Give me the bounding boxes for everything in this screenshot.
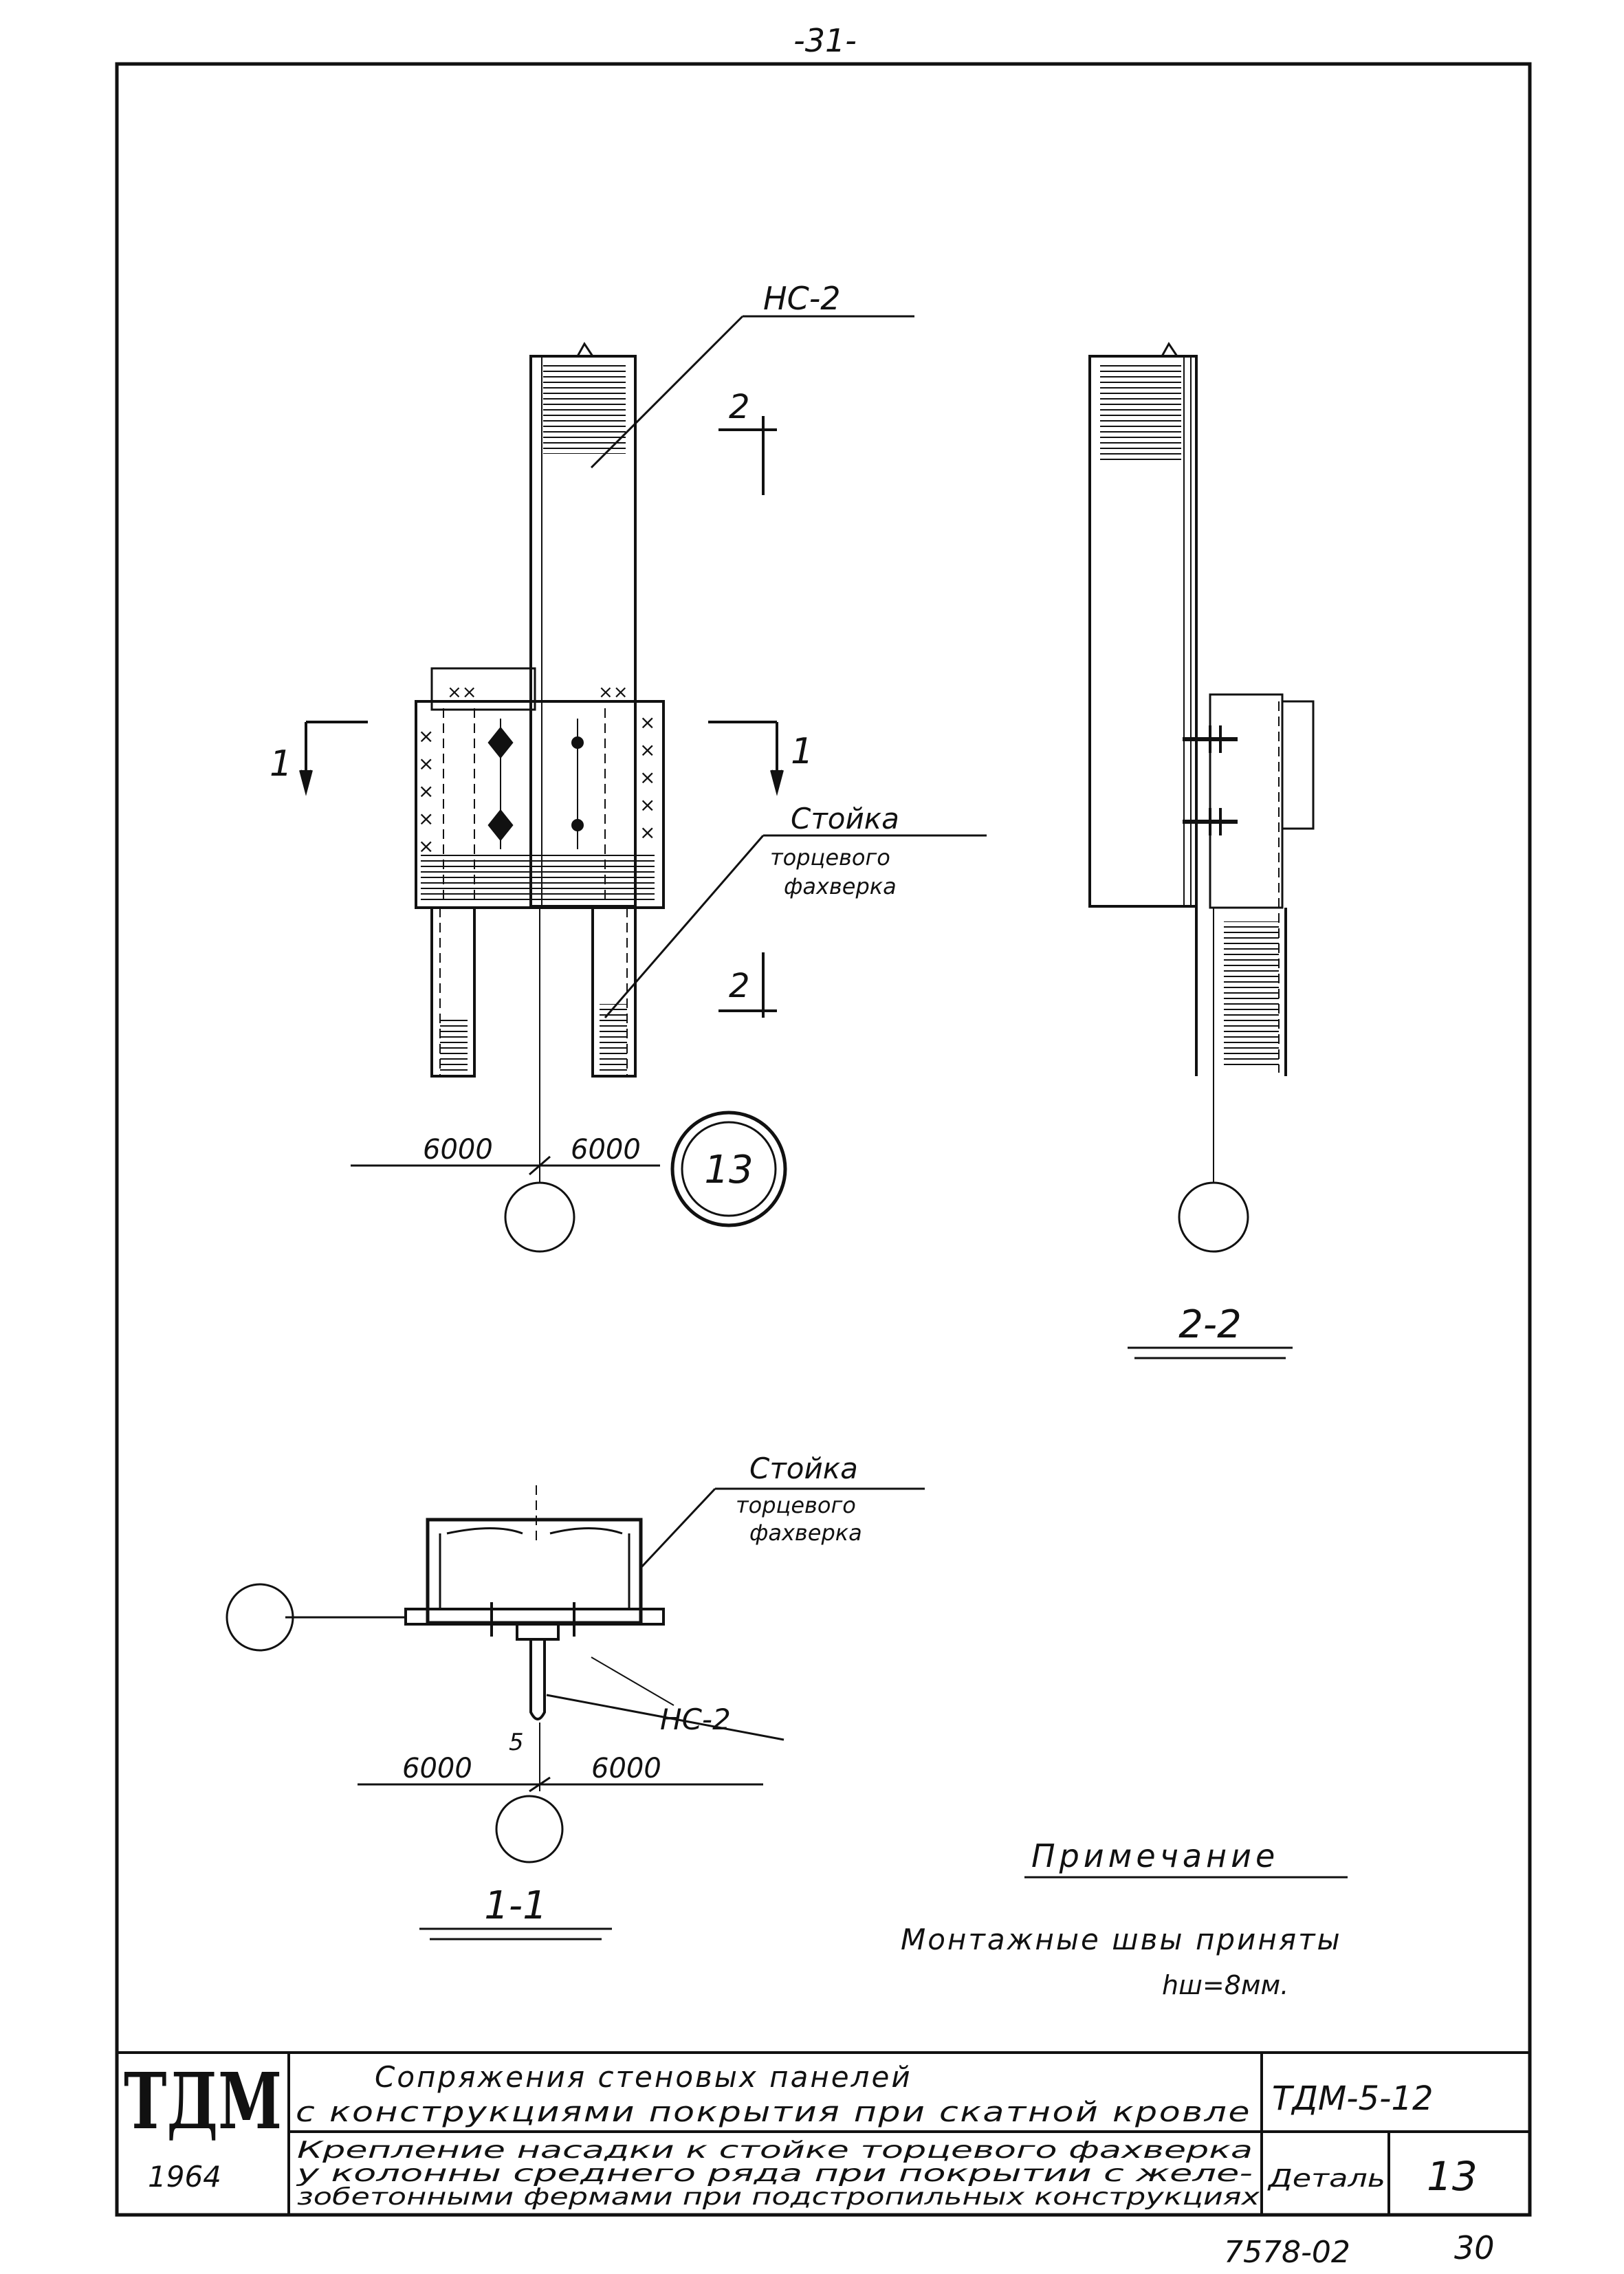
svg-text:×: × [418, 752, 434, 775]
note-line2: hш=8мм. [1162, 1970, 1288, 2000]
desc-line3: зобетонными фермами при подстропильных к… [297, 2183, 1260, 2211]
sec-callout-nc2: НС-2 [660, 1703, 731, 1736]
title-year: 1964 [148, 2160, 221, 2194]
svg-text:×: × [418, 835, 434, 857]
top-dim-right: 6000 [571, 1134, 641, 1166]
detail-circle-inner [681, 1121, 777, 1217]
desc-line2: у колонны среднего ряда при покрытии с ж… [296, 2160, 1253, 2187]
sheet-number: 30 [1454, 2229, 1495, 2266]
sec-gap: 5 [509, 1729, 524, 1756]
svg-text:×: × [418, 807, 434, 830]
svg-text:×: × [418, 725, 434, 747]
sec-callout-post-1: Стойка [749, 1452, 858, 1485]
svg-text:×: × [639, 821, 655, 844]
sec-dim-left: 6000 [402, 1753, 472, 1784]
axis-bubble-1-1 [495, 1795, 564, 1863]
title-line1: Сопряжения стеновых панелей [375, 2060, 912, 2094]
plate-left-small [430, 667, 536, 711]
axis-bubble-1-1-left [226, 1583, 294, 1652]
detail-circle-outer [670, 1111, 787, 1227]
top-dim-left: 6000 [423, 1134, 493, 1166]
detail-value: 13 [1427, 2153, 1478, 2200]
desc-line1: Крепление насадки к стойке торцевого фах… [297, 2136, 1253, 2164]
axis-bubble-top [504, 1181, 575, 1253]
svg-text:××: ×× [447, 682, 477, 703]
logo-tdm: ТДМ [124, 2057, 282, 2147]
top-callout-nc2: НС-2 [763, 280, 841, 317]
title-code: ТДМ-5-12 [1272, 2079, 1434, 2118]
sec-callout-post-2: торцевого [736, 1492, 856, 1518]
page-number: -31- [793, 22, 857, 59]
note-title: Примечание [1031, 1837, 1279, 1874]
leg-left [430, 906, 476, 1078]
svg-text:××: ×× [598, 682, 628, 703]
top-section-1-left: 1 [270, 743, 292, 785]
leg-right [591, 906, 637, 1078]
top-section-1-right: 1 [791, 731, 813, 772]
svg-text:×: × [639, 766, 655, 789]
top-callout-post-1: Стойка [791, 802, 899, 835]
title-block [117, 2051, 1530, 2215]
top-callout-post-3: фахверка [784, 873, 897, 899]
archive-number: 7578-02 [1224, 2235, 1350, 2270]
top-callout-post-2: торцевого [770, 844, 890, 871]
detail-label: Деталь [1267, 2165, 1385, 2193]
frame-border [115, 62, 1532, 2217]
svg-text:×: × [639, 794, 655, 816]
detail-number: 13 [704, 1148, 753, 1192]
sec-callout-post-3: фахверка [749, 1520, 862, 1546]
svg-text:×: × [639, 739, 655, 761]
section-1-1 [226, 1485, 925, 1940]
sec-dim-right: 6000 [591, 1753, 661, 1784]
label-2-2: 2-2 [1178, 1302, 1241, 1347]
title-line2: с конструкциями покрытия при скатной кро… [296, 2097, 1251, 2128]
svg-text:×: × [639, 711, 655, 734]
note-line1: Монтажные швы приняты [901, 1923, 1342, 1956]
svg-text:×: × [418, 780, 434, 802]
top-section-2-upper: 2 [729, 388, 750, 426]
top-view: × × × × × × × × × × ×× ×× [299, 315, 987, 1253]
label-1-1: 1-1 [484, 1883, 547, 1928]
view-2-2 [1088, 342, 1315, 1359]
top-section-2-lower: 2 [729, 967, 750, 1005]
axis-bubble-2-2 [1178, 1181, 1249, 1253]
